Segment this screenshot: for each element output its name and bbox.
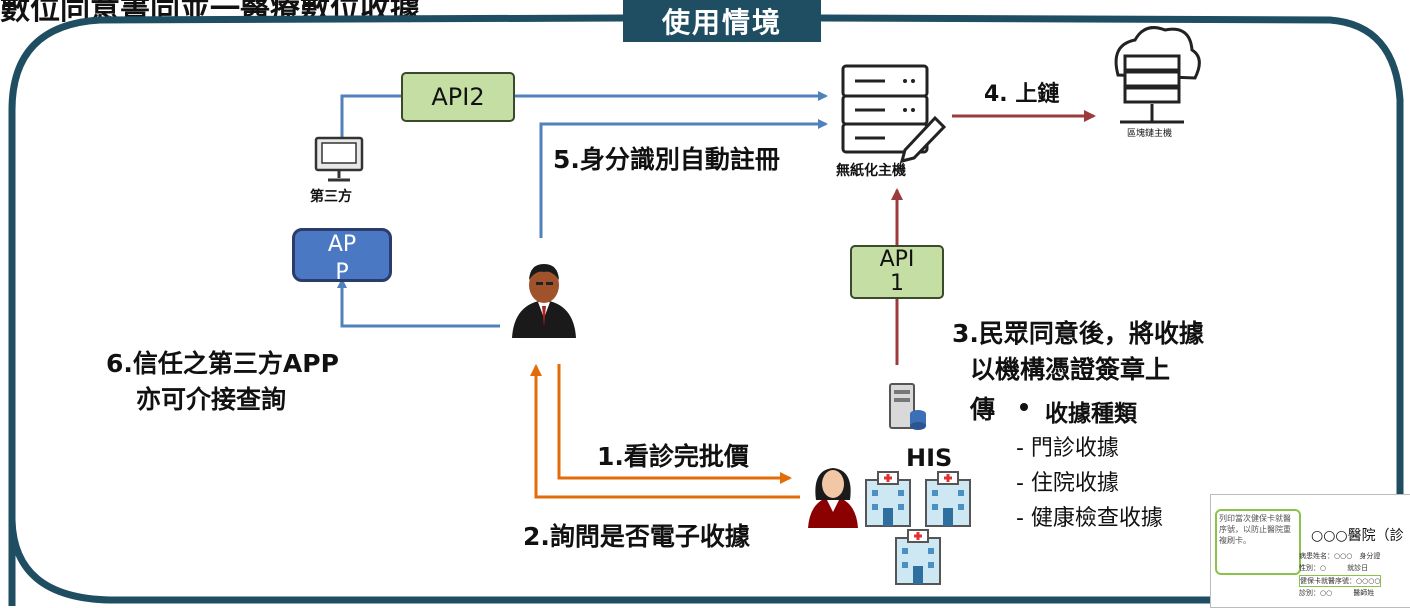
step3-line1: 3.民眾同意後，將收據 — [952, 319, 1204, 348]
receipt-line-3: 健保卡就醫序號：○○○○ — [1299, 575, 1382, 587]
receipt-note: 列印當次健保卡就醫序號，以防止醫院重複刷卡。 — [1215, 509, 1301, 575]
arrow-patient-to-doctor — [557, 364, 792, 484]
doctor-icon — [808, 468, 858, 528]
his-server-icon — [889, 383, 926, 430]
api2-label: API2 — [431, 83, 485, 111]
receipt-title: ○○○醫院（診 — [1311, 528, 1404, 544]
step2-label: 2.詢問是否電子收據 — [523, 522, 750, 551]
patient-icon — [512, 264, 576, 338]
step3-line2: 以機構憑證簽章上 — [970, 355, 1171, 384]
api1-label: API 1 — [879, 247, 915, 296]
app-label: APP — [327, 232, 357, 285]
receipt-type-health-check: - 健康檢查收據 — [1016, 506, 1163, 531]
hospital-icon-3 — [895, 529, 941, 585]
hospital-icon-2 — [925, 471, 971, 527]
arrow-person-to-server — [539, 119, 828, 238]
scenario-tag: 使用情境 — [623, 0, 821, 42]
receipt-line-2: 性別：○ 就診日 — [1299, 564, 1369, 572]
third-party-app-box: APP — [292, 228, 392, 285]
receipt-type-outpatient: - 門診收據 — [1016, 436, 1119, 461]
step3-line3: 傳 — [970, 395, 996, 424]
step6-line2: 亦可介接查詢 — [136, 385, 287, 414]
bullet-icon — [1020, 403, 1028, 411]
arrow-app-to-server-api2 — [340, 91, 828, 150]
arrow-doctor-to-patient — [530, 364, 800, 499]
receipt-line-4: 診別：○○ 醫師姓 — [1299, 589, 1375, 597]
server-caption: 無紙化主機 — [836, 163, 906, 179]
blockchain-caption: 區塊鏈主機 — [1127, 129, 1173, 139]
his-label: HIS — [906, 444, 953, 472]
step4-label: 4. 上鏈 — [984, 82, 1060, 107]
api2-box: API2 — [401, 72, 515, 122]
computer-icon — [314, 136, 364, 182]
paperless-server-icon — [841, 64, 947, 164]
blockchain-server-icon — [1114, 26, 1201, 124]
receipt-line-1: 病患姓名：○○○ 身分證 — [1299, 552, 1381, 560]
scenario-frame — [8, 14, 1404, 606]
third-party-caption: 第三方 — [310, 189, 352, 205]
step6-line1: 6.信任之第三方APP — [106, 349, 339, 378]
step5-label: 5.身分識別自動註冊 — [553, 145, 780, 174]
receipt-type-inpatient: - 住院收據 — [1016, 471, 1119, 496]
api1-box: API 1 — [850, 245, 944, 299]
arrow-person-to-app — [337, 278, 500, 328]
step1-label: 1.看診完批價 — [597, 442, 749, 471]
hospital-icon-1 — [865, 471, 911, 527]
receipt-thumbnail: 列印當次健保卡就醫序號，以防止醫院重複刷卡。 ○○○醫院（診 病患姓名：○○○ … — [1210, 494, 1410, 608]
receipt-types-title: 收據種類 — [1045, 401, 1137, 427]
